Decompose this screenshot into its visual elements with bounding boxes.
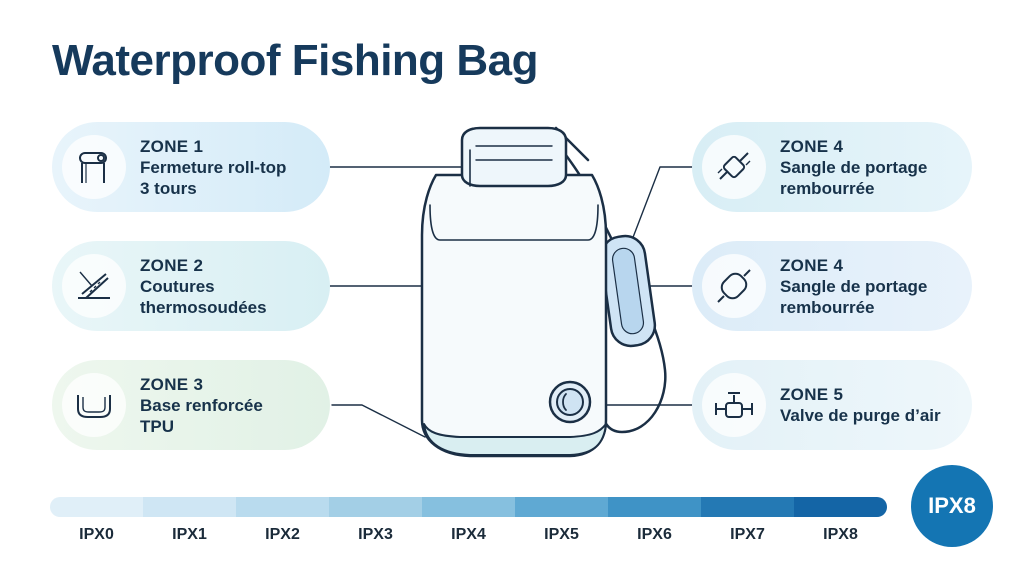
leader-line-zone3 — [331, 404, 426, 438]
leader-line-zone4a — [631, 166, 693, 241]
zone-1-card: ZONE 1 Fermeture roll-top 3 tours — [52, 122, 330, 212]
zone-desc-line1: Sangle de portage — [780, 276, 928, 296]
zone-desc-line2: TPU — [140, 416, 174, 436]
ipx-label: IPX8 — [823, 526, 858, 543]
ipx-segment — [329, 497, 422, 517]
ipx-label: IPX0 — [79, 526, 114, 543]
ipx-label: IPX3 — [358, 526, 393, 543]
strap-buckle-icon — [702, 135, 766, 199]
zone-desc-line1: Fermeture roll-top — [140, 157, 287, 177]
ipx-label: IPX6 — [637, 526, 672, 543]
ipx-segment — [422, 497, 515, 517]
zone-title: ZONE 2 — [140, 255, 204, 275]
seam-icon — [62, 254, 126, 318]
ipx-segment — [50, 497, 143, 517]
ipx-segment — [794, 497, 887, 517]
strap-pad — [599, 234, 657, 348]
ipx-scale-bar — [50, 497, 887, 517]
roll-top-icon — [62, 135, 126, 199]
zone-4-card-pad: ZONE 4 Sangle de portage rembourrée — [692, 241, 972, 331]
roll-top — [460, 126, 568, 188]
ipx-label: IPX2 — [265, 526, 300, 543]
zone-3-card: ZONE 3 Base renforcée TPU — [52, 360, 330, 450]
ipx8-badge: IPX8 — [911, 465, 993, 547]
ipx-label: IPX5 — [544, 526, 579, 543]
zone-4-card-buckle: ZONE 4 Sangle de portage rembourrée — [692, 122, 972, 212]
zone-title: ZONE 5 — [780, 385, 844, 404]
zone-title: ZONE 3 — [140, 374, 204, 394]
zone-desc-line1: Base renforcée — [140, 395, 263, 415]
zone-title: ZONE 4 — [780, 255, 844, 275]
zone-desc-line2: 3 tours — [140, 178, 197, 198]
bag-body — [420, 173, 608, 458]
ipx-label: IPX4 — [451, 526, 486, 543]
base-icon — [62, 373, 126, 437]
ipx-segment — [143, 497, 236, 517]
zone-desc-line1: Coutures — [140, 276, 215, 296]
valve-icon — [702, 373, 766, 437]
zone-desc-line2: thermosoudées — [140, 297, 267, 317]
ipx-segment — [515, 497, 608, 517]
zone-2-card: ZONE 2 Coutures thermosoudées — [52, 241, 330, 331]
ipx-segment — [701, 497, 794, 517]
ipx-segment — [608, 497, 701, 517]
strap-outer — [546, 128, 667, 434]
ipx-segment — [236, 497, 329, 517]
page-title: Waterproof Fishing Bag — [52, 36, 539, 85]
zone-desc-line2: rembourrée — [780, 178, 875, 198]
zone-desc-line2: rembourrée — [780, 297, 875, 317]
ipx-scale-labels: IPX0 IPX1 IPX2 IPX3 IPX4 IPX5 IPX6 IPX7 … — [50, 526, 887, 544]
air-valve — [548, 380, 592, 424]
ipx-label: IPX1 — [172, 526, 207, 543]
zone-title: ZONE 4 — [780, 136, 844, 156]
zone-desc-line1: Sangle de portage — [780, 157, 928, 177]
ipx-label: IPX7 — [730, 526, 765, 543]
zone-5-card: ZONE 5 Valve de purge d’air — [692, 360, 972, 450]
zone-desc-line1: Valve de purge d’air — [780, 406, 941, 425]
strap-pad-icon — [702, 254, 766, 318]
zone-title: ZONE 1 — [140, 136, 204, 156]
